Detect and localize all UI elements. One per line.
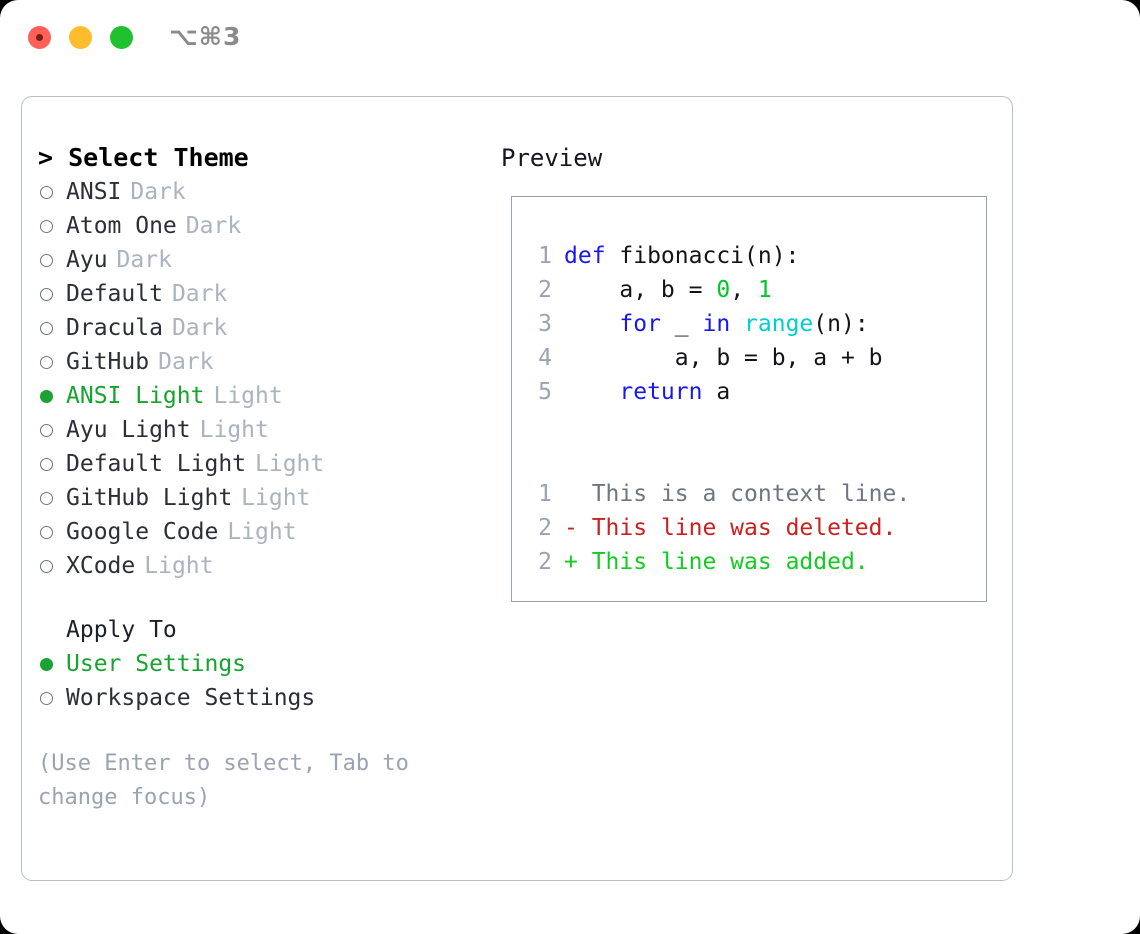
theme-variant-tag: Light bbox=[144, 553, 214, 579]
theme-option[interactable]: GitHub Light Light bbox=[38, 481, 498, 515]
code-spacer bbox=[526, 409, 986, 443]
theme-option[interactable]: Default Light Light bbox=[38, 447, 498, 481]
theme-name: Ayu Light bbox=[66, 417, 191, 443]
keyboard-hint-text: (Use Enter to select, Tab to change focu… bbox=[38, 751, 423, 810]
code-content: for _ in range(n): bbox=[619, 311, 869, 337]
theme-variant-tag: Dark bbox=[116, 247, 172, 273]
theme-option[interactable]: Dracula Dark bbox=[38, 311, 498, 345]
theme-name: Default Light bbox=[66, 451, 247, 477]
theme-variant-tag: Light bbox=[227, 519, 297, 545]
line-number: 4 bbox=[538, 345, 552, 371]
theme-variant-tag: Light bbox=[199, 417, 269, 443]
theme-name: GitHub Light bbox=[66, 485, 233, 511]
code-content: a, b = 0, 1 bbox=[564, 277, 772, 303]
code-line: 4 a, b = b, a + b bbox=[526, 341, 986, 375]
code-line: 5 return a bbox=[526, 375, 986, 409]
apply-to-label: User Settings bbox=[66, 651, 247, 677]
theme-variant-tag: Dark bbox=[185, 213, 242, 239]
code-spacer bbox=[526, 443, 986, 477]
line-number: 1 bbox=[538, 243, 552, 269]
line-number: 3 bbox=[538, 311, 552, 337]
radio-icon[interactable] bbox=[40, 185, 53, 199]
theme-option[interactable]: XCode Light bbox=[38, 549, 498, 583]
apply-to-label: Workspace Settings bbox=[66, 685, 316, 711]
theme-name: GitHub bbox=[66, 349, 150, 375]
radio-icon[interactable] bbox=[40, 559, 53, 573]
theme-name: ANSI bbox=[66, 179, 122, 205]
keyboard-shortcut-label: ⌥⌘3 bbox=[169, 22, 242, 51]
radio-icon[interactable] bbox=[40, 491, 53, 505]
radio-icon[interactable] bbox=[40, 355, 53, 369]
theme-option[interactable]: Ayu Light Light bbox=[38, 413, 498, 447]
theme-variant-tag: Light bbox=[241, 485, 311, 511]
code-line: 2 a, b = 0, 1 bbox=[526, 273, 986, 307]
theme-selection-pane: > Select Theme ANSI Dark Atom One Dark A… bbox=[38, 141, 498, 815]
page-title: > Select Theme bbox=[38, 143, 249, 172]
line-number: 5 bbox=[538, 379, 552, 405]
radio-icon-selected[interactable] bbox=[40, 389, 53, 403]
theme-variant-tag: Dark bbox=[171, 315, 228, 341]
apply-to-option-list[interactable]: User Settings Workspace Settings bbox=[38, 647, 498, 715]
theme-name: Atom One bbox=[66, 213, 177, 239]
diff-line-deleted: 2 - This line was deleted. bbox=[526, 511, 986, 545]
radio-icon[interactable] bbox=[40, 423, 53, 437]
theme-variant-tag: Dark bbox=[130, 179, 186, 205]
radio-icon[interactable] bbox=[40, 321, 53, 335]
preview-pane: Preview 1 def fibonacci(n): 2 a, b = 0, … bbox=[501, 141, 1001, 602]
theme-option[interactable]: Ayu Dark bbox=[38, 243, 498, 277]
radio-icon[interactable] bbox=[40, 525, 53, 539]
diff-line-added: 2 + This line was added. bbox=[526, 545, 986, 579]
line-number: 1 bbox=[538, 481, 552, 507]
radio-icon[interactable] bbox=[40, 457, 53, 471]
theme-name: Google Code bbox=[66, 519, 219, 545]
line-number: 2 bbox=[538, 515, 552, 541]
code-line: 3 for _ in range(n): bbox=[526, 307, 986, 341]
theme-option-selected[interactable]: ANSI Light Light bbox=[38, 379, 498, 413]
diff-text: This is a context line. bbox=[591, 481, 911, 507]
diff-marker bbox=[564, 477, 592, 511]
diff-text: This line was added. bbox=[591, 549, 869, 575]
theme-option-list[interactable]: ANSI Dark Atom One Dark Ayu Dark Default… bbox=[38, 175, 498, 583]
close-button-icon[interactable] bbox=[28, 26, 51, 49]
apply-to-option-user-settings[interactable]: User Settings bbox=[38, 647, 498, 681]
code-content: a, b = b, a + b bbox=[564, 345, 883, 371]
theme-name: Default bbox=[66, 281, 163, 307]
apply-to-heading: Apply To bbox=[66, 617, 177, 643]
theme-option[interactable]: Default Dark bbox=[38, 277, 498, 311]
diff-marker: + bbox=[564, 549, 592, 575]
theme-option[interactable]: ANSI Dark bbox=[38, 175, 498, 209]
theme-variant-tag: Light bbox=[255, 451, 325, 477]
preview-title: Preview bbox=[501, 144, 603, 172]
theme-option[interactable]: Google Code Light bbox=[38, 515, 498, 549]
theme-variant-tag: Dark bbox=[158, 349, 214, 375]
theme-option[interactable]: GitHub Dark bbox=[38, 345, 498, 379]
radio-icon[interactable] bbox=[40, 219, 53, 233]
diff-text: This line was deleted. bbox=[591, 515, 897, 541]
code-content: def fibonacci(n): bbox=[564, 243, 800, 269]
radio-icon[interactable] bbox=[40, 253, 53, 267]
radio-icon-selected[interactable] bbox=[40, 657, 53, 671]
theme-variant-tag: Light bbox=[213, 383, 283, 409]
theme-name: ANSI Light bbox=[66, 383, 205, 409]
theme-option[interactable]: Atom One Dark bbox=[38, 209, 498, 243]
radio-icon[interactable] bbox=[40, 287, 53, 301]
diff-marker: - bbox=[564, 515, 592, 541]
window-controls bbox=[28, 26, 133, 49]
title-bar: ⌥⌘3 bbox=[0, 0, 1140, 78]
zoom-button-icon[interactable] bbox=[110, 26, 133, 49]
code-content: return a bbox=[619, 379, 731, 405]
line-number: 2 bbox=[538, 277, 552, 303]
theme-name: Ayu bbox=[66, 247, 108, 273]
main-card: > Select Theme ANSI Dark Atom One Dark A… bbox=[21, 96, 1013, 881]
line-number: 2 bbox=[538, 549, 552, 575]
theme-name: Dracula bbox=[66, 315, 163, 341]
theme-variant-tag: Dark bbox=[171, 281, 228, 307]
theme-name: XCode bbox=[66, 553, 136, 579]
minimize-button-icon[interactable] bbox=[69, 26, 92, 49]
code-line: 1 def fibonacci(n): bbox=[526, 239, 986, 273]
apply-to-option-workspace-settings[interactable]: Workspace Settings bbox=[38, 681, 498, 715]
preview-box: 1 def fibonacci(n): 2 a, b = 0, 1 3 for … bbox=[511, 196, 987, 602]
radio-icon[interactable] bbox=[40, 691, 53, 705]
diff-line-context: 1 This is a context line. bbox=[526, 477, 986, 511]
